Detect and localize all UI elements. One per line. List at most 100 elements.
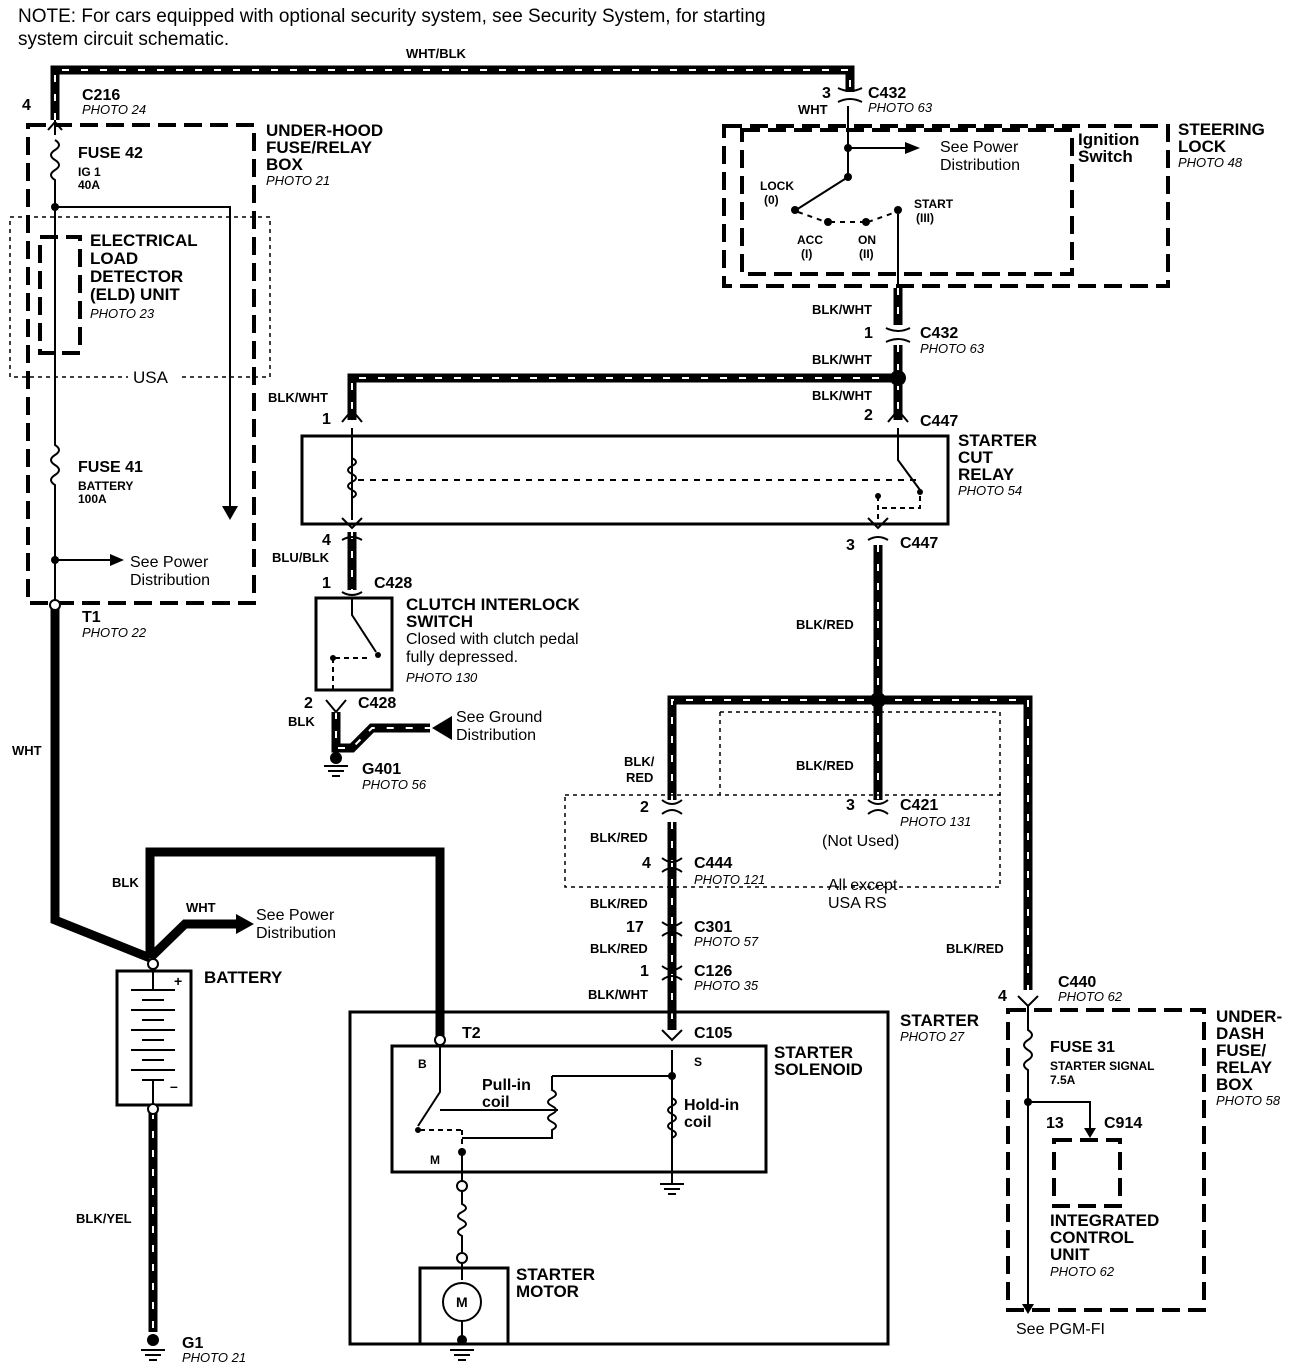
integrated-control-unit-box	[1052, 1138, 1122, 1208]
eld-label-4: (ELD) UNIT	[90, 285, 180, 304]
c440-pin: 4	[998, 988, 1007, 1005]
starter-cut-relay-photo: PHOTO 54	[958, 483, 1022, 498]
lock-position-label: LOCK	[760, 179, 794, 193]
c447-bottom-pin-right: 3	[846, 537, 855, 554]
wire-label-blk-wht-b: BLK/WHT	[812, 352, 872, 367]
note-line-2: system circuit schematic.	[18, 29, 229, 50]
steering-lock-photo: PHOTO 48	[1178, 155, 1243, 170]
see-power-2-line-1: See Power	[940, 139, 1019, 156]
acc-position-value: (I)	[801, 247, 812, 261]
clutch-switch-desc-1: Closed with clutch pedal	[406, 631, 579, 648]
clutch-switch-desc-2: fully depressed.	[406, 649, 518, 666]
terminal-m-label: M	[430, 1153, 440, 1167]
eld-unit-box	[38, 235, 82, 355]
starter-cut-relay-label-2: CUT	[958, 448, 994, 467]
c447-top-pin-right: 2	[864, 407, 873, 424]
ignition-switch-label-2: Switch	[1078, 147, 1133, 166]
eld-label-2: LOAD	[90, 249, 138, 268]
starter-label: STARTER	[900, 1011, 979, 1030]
wire-white-black-top	[50, 65, 855, 120]
starter-solenoid-label-2: SOLENOID	[774, 1060, 863, 1079]
eld-label-3: DETECTOR	[90, 267, 183, 286]
clutch-switch-label-1: CLUTCH INTERLOCK	[406, 595, 580, 614]
ignition-switch-box	[740, 128, 1074, 276]
under-dash-label-3: FUSE/	[1216, 1041, 1266, 1060]
wire-label-blk-wht-c: BLK/WHT	[812, 388, 872, 403]
c216-pin: 4	[22, 97, 31, 114]
battery-minus-label: –	[170, 1078, 178, 1094]
starter-box	[348, 1010, 890, 1346]
under-hood-label-2: FUSE/RELAY	[266, 138, 373, 157]
wire-label-blk-g401: BLK	[288, 714, 315, 729]
fuse-31-label: FUSE 31	[1050, 1039, 1115, 1056]
all-except-line-1: All except	[828, 877, 898, 894]
battery-cells	[131, 970, 175, 1105]
wire-label-blk-wht-a: BLK/WHT	[812, 302, 872, 317]
all-except-line-2: USA RS	[828, 895, 887, 912]
lock-position-value: (0)	[764, 193, 779, 207]
under-dash-label-2: DASH	[1216, 1024, 1264, 1043]
clutch-switch-label-2: SWITCH	[406, 612, 473, 631]
wire-label-blk-wht-c126: BLK/WHT	[588, 987, 648, 1002]
wire-label-wht-left: WHT	[12, 743, 42, 758]
clutch-switch-photo: PHOTO 130	[406, 670, 478, 685]
wire-black-white-relay-left	[347, 373, 898, 420]
c432-bottom-photo: PHOTO 63	[920, 341, 985, 356]
c105-label: C105	[694, 1025, 732, 1042]
under-dash-label-4: RELAY	[1216, 1058, 1273, 1077]
wire-white-t1	[50, 605, 152, 963]
starter-cut-relay-coil	[347, 457, 357, 499]
c421-pin-left: 2	[640, 799, 649, 816]
wire-label-wht-blk-top: WHT/BLK	[406, 46, 467, 61]
start-position-value: (III)	[916, 211, 934, 225]
starter-motor-label-1: STARTER	[516, 1265, 595, 1284]
icu-photo: PHOTO 62	[1050, 1264, 1115, 1279]
start-position-label: START	[914, 197, 954, 211]
starter-photo: PHOTO 27	[900, 1029, 965, 1044]
c421-photo: PHOTO 131	[900, 814, 971, 829]
ignition-switch-lever	[795, 176, 849, 211]
wire-white-power-dist	[146, 914, 254, 962]
motor-symbol-label: M	[456, 1294, 468, 1310]
note-line-1: NOTE: For cars equipped with optional se…	[18, 6, 766, 27]
c421-pin-right: 3	[846, 797, 855, 814]
c428-top-pin: 1	[322, 575, 331, 592]
starter-cut-relay-contact	[897, 448, 921, 491]
fuse-31-circuit: STARTER SIGNAL	[1050, 1059, 1154, 1073]
wire-label-wht-c432: WHT	[798, 102, 828, 117]
fuse-42-label: FUSE 42	[78, 145, 143, 162]
wire-label-wht-battery: WHT	[186, 900, 216, 915]
starter-motor-label-2: MOTOR	[516, 1282, 579, 1301]
c444-photo: PHOTO 121	[694, 872, 765, 887]
wire-label-blk-red-right: BLK/RED	[946, 941, 1004, 956]
wire-label-blk-yel: BLK/YEL	[76, 1211, 132, 1226]
fuse-31-rating: 7.5A	[1050, 1073, 1076, 1087]
hold-in-coil-label-1: Hold-in	[684, 1097, 739, 1114]
under-hood-label-1: UNDER-HOOD	[266, 121, 383, 140]
see-power-1-line-1: See Power	[130, 554, 209, 571]
wire-label-blk-battery: BLK	[112, 875, 139, 890]
wire-label-blk-red-c421: BLK/RED	[796, 758, 854, 773]
c126-photo: PHOTO 35	[694, 978, 759, 993]
wire-label-blk-red-branch-2: RED	[626, 770, 653, 785]
c428-bottom-label: C428	[358, 695, 396, 712]
g1-label: G1	[182, 1335, 203, 1352]
c447-bottom-label: C447	[900, 535, 938, 552]
c440-label: C440	[1058, 974, 1096, 991]
see-power-3-line-1: See Power	[256, 907, 335, 924]
ignition-switch-label-1: Ignition	[1078, 130, 1139, 149]
starter-cut-relay-label-3: RELAY	[958, 465, 1015, 484]
starter-solenoid-box	[390, 1044, 768, 1174]
fuse-41-circuit: BATTERY	[78, 479, 133, 493]
icu-label-3: UNIT	[1050, 1245, 1090, 1264]
c126-pin: 1	[640, 963, 649, 980]
fuse-42-circuit: IG 1	[78, 165, 101, 179]
ground-g401-symbol	[324, 748, 348, 777]
eld-photo: PHOTO 23	[90, 306, 155, 321]
starter-solenoid-label-1: STARTER	[774, 1043, 853, 1062]
c301-label: C301	[694, 919, 732, 936]
c301-pin: 17	[626, 919, 644, 936]
see-ground-line-1: See Ground	[456, 709, 542, 726]
pull-in-coil	[462, 1076, 557, 1139]
terminal-b-label: B	[418, 1057, 427, 1071]
